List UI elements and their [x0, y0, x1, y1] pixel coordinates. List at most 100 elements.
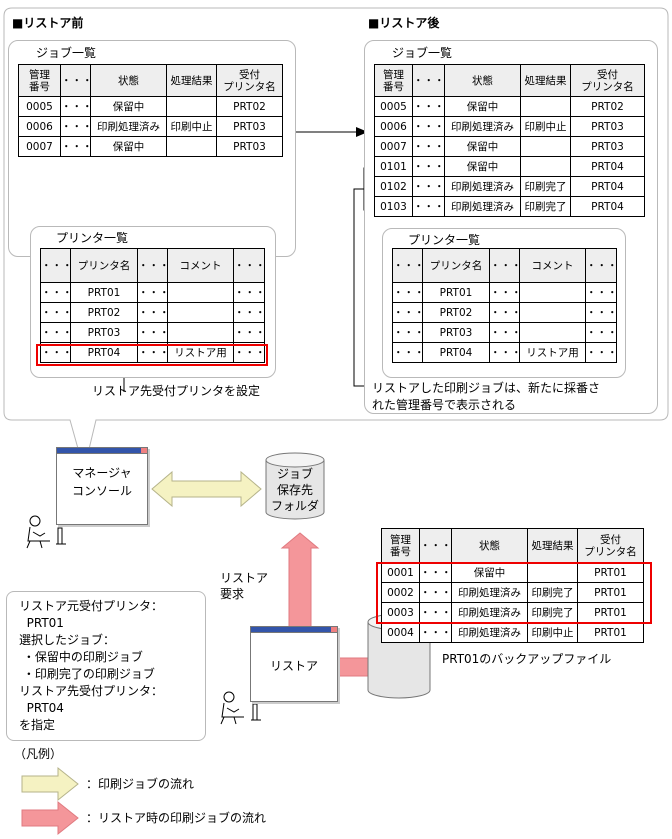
storage-label: ジョブ 保存先 フォルダ	[270, 467, 319, 513]
table-cell: 印刷完了	[520, 176, 571, 197]
column-header: ・・・	[412, 64, 445, 97]
manager-console-label: マネージャ コンソール	[71, 466, 132, 498]
table-cell: ・・・	[392, 282, 423, 303]
table-cell: PRT01	[422, 282, 490, 303]
table-cell: 0101	[374, 156, 413, 177]
column-header: 状態	[444, 64, 521, 97]
user-icon	[220, 691, 261, 725]
instructions-note: リストア元受付プリンタ： PRT01 選択したジョブ： ・保留中の印刷ジョブ ・…	[6, 591, 206, 741]
before-printer-table: ・・・プリンタ名・・・コメント・・・・・・PRT01・・・・・・・・・PRT02…	[40, 248, 265, 363]
column-header: コメント	[167, 248, 234, 283]
manager-console-window[interactable]: マネージャ コンソール	[56, 447, 148, 525]
column-header: コメント	[519, 248, 586, 283]
instructions-text: リストア元受付プリンタ： PRT01 選択したジョブ： ・保留中の印刷ジョブ ・…	[19, 599, 164, 732]
table-cell: 0006	[18, 116, 61, 137]
table-cell: PRT01	[577, 622, 644, 643]
table-cell: 0103	[374, 196, 413, 217]
table-cell: 印刷完了	[527, 582, 578, 603]
table-cell: ・・・	[392, 302, 423, 323]
column-header: 受付 プリンタ名	[216, 64, 283, 97]
column-header: 処理結果	[166, 64, 217, 97]
column-header: 処理結果	[520, 64, 571, 97]
table-cell: ・・・	[412, 196, 445, 217]
job-flow-arrow	[151, 470, 262, 508]
column-header: 管理 番号	[381, 528, 420, 563]
table-cell: 0006	[374, 116, 413, 137]
table-cell	[167, 302, 234, 323]
storage-cylinder	[265, 452, 325, 520]
table-cell: 印刷中止	[166, 116, 217, 137]
table-cell: ・・・	[585, 342, 617, 363]
table-cell: 印刷完了	[520, 196, 571, 217]
column-header: ・・・	[392, 248, 423, 283]
table-cell: ・・・	[233, 322, 265, 343]
table-cell: ・・・	[489, 322, 520, 343]
column-header: ・・・	[489, 248, 520, 283]
table-cell: 保留中	[90, 136, 167, 157]
table-cell	[520, 156, 571, 177]
table-cell: リストア用	[519, 342, 586, 363]
legend-job-flow-label: ：印刷ジョブの流れ	[86, 777, 195, 791]
table-cell: 印刷中止	[520, 116, 571, 137]
column-header: ・・・	[233, 248, 265, 283]
user-icon	[26, 515, 66, 549]
table-cell: 印刷処理済み	[444, 196, 521, 217]
table-cell: 印刷処理済み	[90, 116, 167, 137]
column-header: ・・・	[60, 64, 91, 97]
backup-file-label: PRT01のバックアップファイル	[442, 652, 612, 666]
table-cell: ・・・	[60, 136, 91, 157]
table-cell: ・・・	[40, 282, 71, 303]
table-row: ・・・PRT01・・・・・・	[40, 282, 265, 303]
column-header: 管理 番号	[374, 64, 413, 97]
table-row: ・・・PRT01・・・・・・	[392, 282, 617, 303]
table-cell: 0007	[18, 136, 61, 157]
table-cell: ・・・	[233, 302, 265, 323]
table-cell: ・・・	[585, 322, 617, 343]
restore-printer-highlight	[36, 344, 268, 366]
selected-jobs-highlight	[376, 562, 652, 624]
table-cell: ・・・	[489, 302, 520, 323]
table-cell: PRT02	[422, 302, 490, 323]
table-cell: 保留中	[444, 156, 521, 177]
after-callout-line2: れた管理番号で表示される	[372, 398, 517, 412]
table-cell: ・・・	[392, 322, 423, 343]
table-cell: PRT02	[570, 96, 645, 117]
table-cell: ・・・	[40, 302, 71, 323]
table-cell: 印刷処理済み	[444, 116, 521, 137]
table-cell: ・・・	[137, 282, 168, 303]
table-cell: PRT04	[70, 342, 138, 363]
table-cell: ・・・	[412, 136, 445, 157]
table-cell: ・・・	[40, 342, 71, 363]
table-cell	[167, 322, 234, 343]
table-cell: PRT04	[570, 176, 645, 197]
table-cell	[520, 136, 571, 157]
column-header: プリンタ名	[422, 248, 490, 283]
table-row: ・・・PRT03・・・・・・	[392, 322, 617, 343]
table-cell: ・・・	[392, 342, 423, 363]
table-cell: 保留中	[90, 96, 167, 117]
after-title: ■リストア後	[368, 16, 440, 30]
column-header: 状態	[90, 64, 167, 97]
legend-job-flow-arrow	[21, 766, 79, 802]
table-row: ・・・PRT03・・・・・・	[40, 322, 265, 343]
table-cell: PRT04	[570, 156, 645, 177]
table-cell: 0005	[374, 96, 413, 117]
table-cell	[166, 136, 217, 157]
table-cell: PRT02	[70, 302, 138, 323]
restore-window[interactable]: リストア	[250, 626, 338, 702]
table-cell: PRT03	[216, 116, 283, 137]
table-cell: ・・・	[137, 342, 168, 363]
table-cell	[519, 322, 586, 343]
transition-arrow	[356, 127, 368, 137]
